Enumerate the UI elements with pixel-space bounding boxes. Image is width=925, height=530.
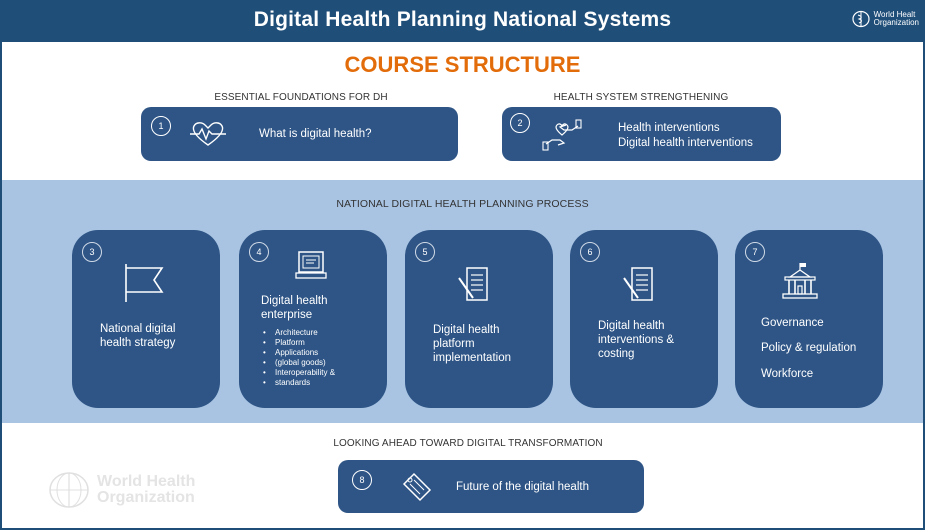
bullet-continuation-text: standards xyxy=(275,378,311,387)
module-5-line-3: implementation xyxy=(433,352,511,364)
module-6-line-3: costing xyxy=(598,348,635,360)
who-line-2: Organization xyxy=(873,18,919,27)
module-6-label: Digital health interventions & costing xyxy=(598,319,674,361)
heartbeat-icon xyxy=(190,122,226,146)
tag-icon xyxy=(402,472,432,502)
module-number: 7 xyxy=(745,242,765,262)
course-title: COURSE STRUCTURE xyxy=(344,52,581,77)
module-number: 5 xyxy=(415,242,435,262)
building-icon xyxy=(782,263,818,299)
module-number: 3 xyxy=(82,242,102,262)
module-2-line-2: Digital health interventions xyxy=(618,137,753,149)
module-2-text: Health interventions Digital health inte… xyxy=(618,121,753,151)
flag-icon xyxy=(125,264,164,302)
section-essential-label: ESSENTIAL FOUNDATIONS FOR DH xyxy=(214,92,388,103)
module-1-card[interactable]: 1 What is digital health? xyxy=(141,107,458,161)
module-5-label: Digital health platform implementation xyxy=(433,323,511,365)
module-4-bullets: Architecture Platform Applications (glob… xyxy=(261,328,335,388)
module-5-card[interactable]: 5 Digital health platform implementation xyxy=(405,230,553,408)
module-number: 8 xyxy=(352,470,372,490)
bullet-continuation-text: (global goods) xyxy=(275,358,326,367)
module-6-line-1: Digital health xyxy=(598,320,665,332)
module-7-card[interactable]: 7 Governance Policy & regulation Workfor… xyxy=(735,230,883,408)
module-4-line-1: Digital health xyxy=(261,295,328,307)
bullet-item-continuation: (global goods) xyxy=(261,358,335,368)
planning-process-band: NATIONAL DIGITAL HEALTH PLANNING PROCESS… xyxy=(2,180,923,423)
hands-heart-icon xyxy=(542,119,582,151)
who-emblem-icon xyxy=(852,10,870,28)
watermark-line-2: Organization xyxy=(97,489,195,506)
section-looking-ahead-label: LOOKING AHEAD TOWARD DIGITAL TRANSFORMAT… xyxy=(333,438,603,449)
who-line-1: World Healt xyxy=(873,10,916,19)
document-checklist-icon xyxy=(623,267,653,301)
module-7-line-1: Governance xyxy=(761,317,824,329)
module-2-line-1: Health interventions xyxy=(618,122,720,134)
module-1-label: What is digital health? xyxy=(259,128,372,140)
module-number: 2 xyxy=(510,113,530,133)
module-4-line-2: enterprise xyxy=(261,309,313,321)
header-bar: Digital Health Planning National Systems… xyxy=(2,2,923,42)
module-8-label: Future of the digital health xyxy=(456,481,589,493)
bullet-item: Applications xyxy=(261,348,335,358)
section-national-process-label: NATIONAL DIGITAL HEALTH PLANNING PROCESS xyxy=(336,198,589,210)
module-3-line-2: health strategy xyxy=(100,337,176,349)
bullet-item-continuation: standards xyxy=(261,378,335,388)
module-6-card[interactable]: 6 Digital health interventions & costing xyxy=(570,230,718,408)
page-title: Digital Health Planning National Systems xyxy=(253,8,672,31)
who-emblem-icon xyxy=(49,472,89,508)
module-8-card[interactable]: 8 Future of the digital health xyxy=(338,460,644,513)
module-7-line-2: Policy & regulation xyxy=(761,342,857,354)
module-4-card[interactable]: 4 Digital health enterprise Architecture… xyxy=(239,230,387,408)
computer-icon xyxy=(295,251,327,279)
who-watermark: World Health Organization xyxy=(47,470,195,510)
module-number: 4 xyxy=(249,242,269,262)
module-7-line-3: Workforce xyxy=(761,368,814,380)
section-health-system-label: HEALTH SYSTEM STRENGTHENING xyxy=(553,92,729,103)
module-5-line-2: platform xyxy=(433,338,475,350)
module-4-label: Digital health enterprise xyxy=(261,294,327,322)
module-number: 1 xyxy=(151,116,171,136)
module-3-card[interactable]: 3 National digital health strategy xyxy=(72,230,220,408)
document-checklist-icon xyxy=(458,267,488,301)
bullet-item: Architecture xyxy=(261,328,335,338)
watermark-line-1: World Health xyxy=(97,473,196,490)
module-number: 6 xyxy=(580,242,600,262)
module-3-line-1: National digital xyxy=(100,323,176,335)
module-5-line-1: Digital health xyxy=(433,324,500,336)
module-2-card[interactable]: 2 Health interventions Digital health in… xyxy=(502,107,781,161)
who-logo: World Healt Organization xyxy=(851,10,919,28)
module-6-line-2: interventions & xyxy=(598,334,675,346)
bullet-item: Interoperability & xyxy=(261,368,335,378)
module-3-label: National digital health strategy xyxy=(100,322,175,350)
bullet-item: Platform xyxy=(261,338,335,348)
